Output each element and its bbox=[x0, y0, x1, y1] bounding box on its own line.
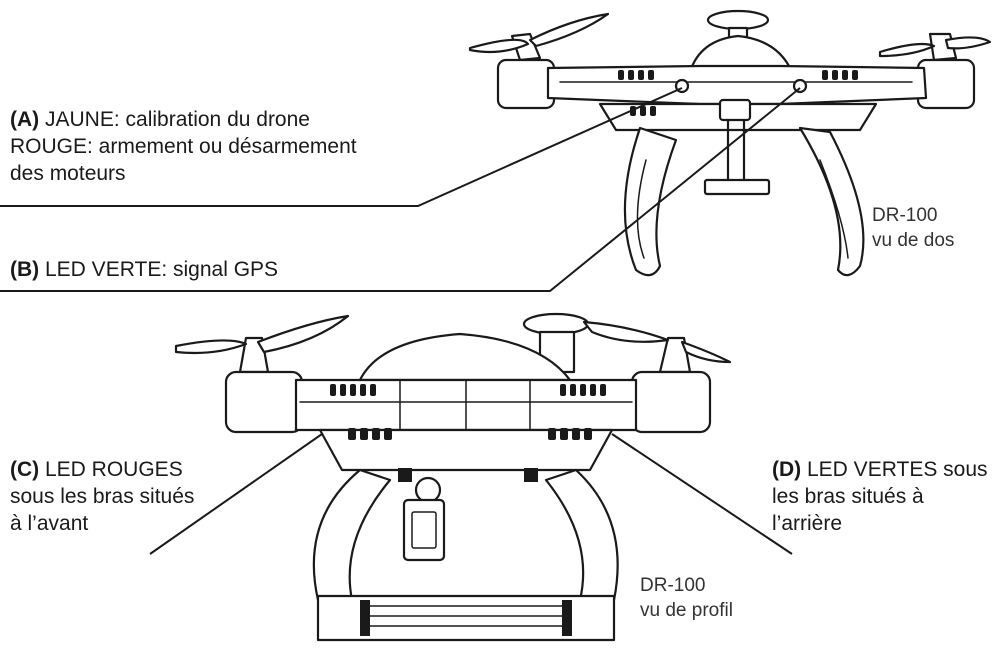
drone-rear-view bbox=[468, 9, 992, 277]
callout-d-line-1: LED VERTES sous bbox=[807, 458, 988, 481]
callout-a-line-1: JAUNE: calibration du drone bbox=[45, 108, 310, 131]
callout-c-line-3: à l’avant bbox=[10, 512, 89, 535]
callout-a-line-3: des moteurs bbox=[10, 162, 126, 185]
caption-rear-view: DR-100 vu de dos bbox=[872, 203, 954, 253]
callout-a: (A) JAUNE: calibration du drone ROUGE: a… bbox=[10, 106, 357, 187]
callout-b-line-1: LED VERTE: signal GPS bbox=[45, 258, 279, 281]
leader-line-a bbox=[0, 87, 683, 207]
drone-side-view bbox=[174, 312, 732, 642]
callout-d-code: (D) bbox=[772, 458, 802, 481]
callout-a-code: (A) bbox=[10, 108, 40, 131]
callout-c-line-1: LED ROUGES bbox=[45, 458, 183, 481]
leader-line-c bbox=[149, 433, 323, 555]
caption-side-view: DR-100 vu de profil bbox=[640, 573, 733, 623]
caption-rear-view-text: vu de dos bbox=[872, 230, 955, 251]
caption-rear-model: DR-100 bbox=[872, 205, 938, 226]
caption-side-model: DR-100 bbox=[640, 575, 706, 596]
callout-c-line-2: sous les bras situés bbox=[10, 485, 195, 508]
callout-d-line-2: les bras situés à bbox=[772, 485, 924, 508]
leader-lines bbox=[0, 87, 801, 555]
callout-b: (B) LED VERTE: signal GPS bbox=[10, 256, 278, 283]
callout-a-line-2: ROUGE: armement ou désarmement bbox=[10, 135, 357, 158]
leader-line-d bbox=[611, 433, 793, 555]
leader-line-b bbox=[0, 87, 801, 292]
callout-c: (C) LED ROUGES sous les bras situés à l’… bbox=[10, 456, 194, 537]
callout-d: (D) LED VERTES sous les bras situés à l’… bbox=[772, 456, 988, 537]
caption-side-view-text: vu de profil bbox=[640, 600, 733, 621]
callout-b-code: (B) bbox=[10, 258, 40, 281]
callout-c-code: (C) bbox=[10, 458, 40, 481]
callout-d-line-3: l’arrière bbox=[772, 512, 843, 535]
